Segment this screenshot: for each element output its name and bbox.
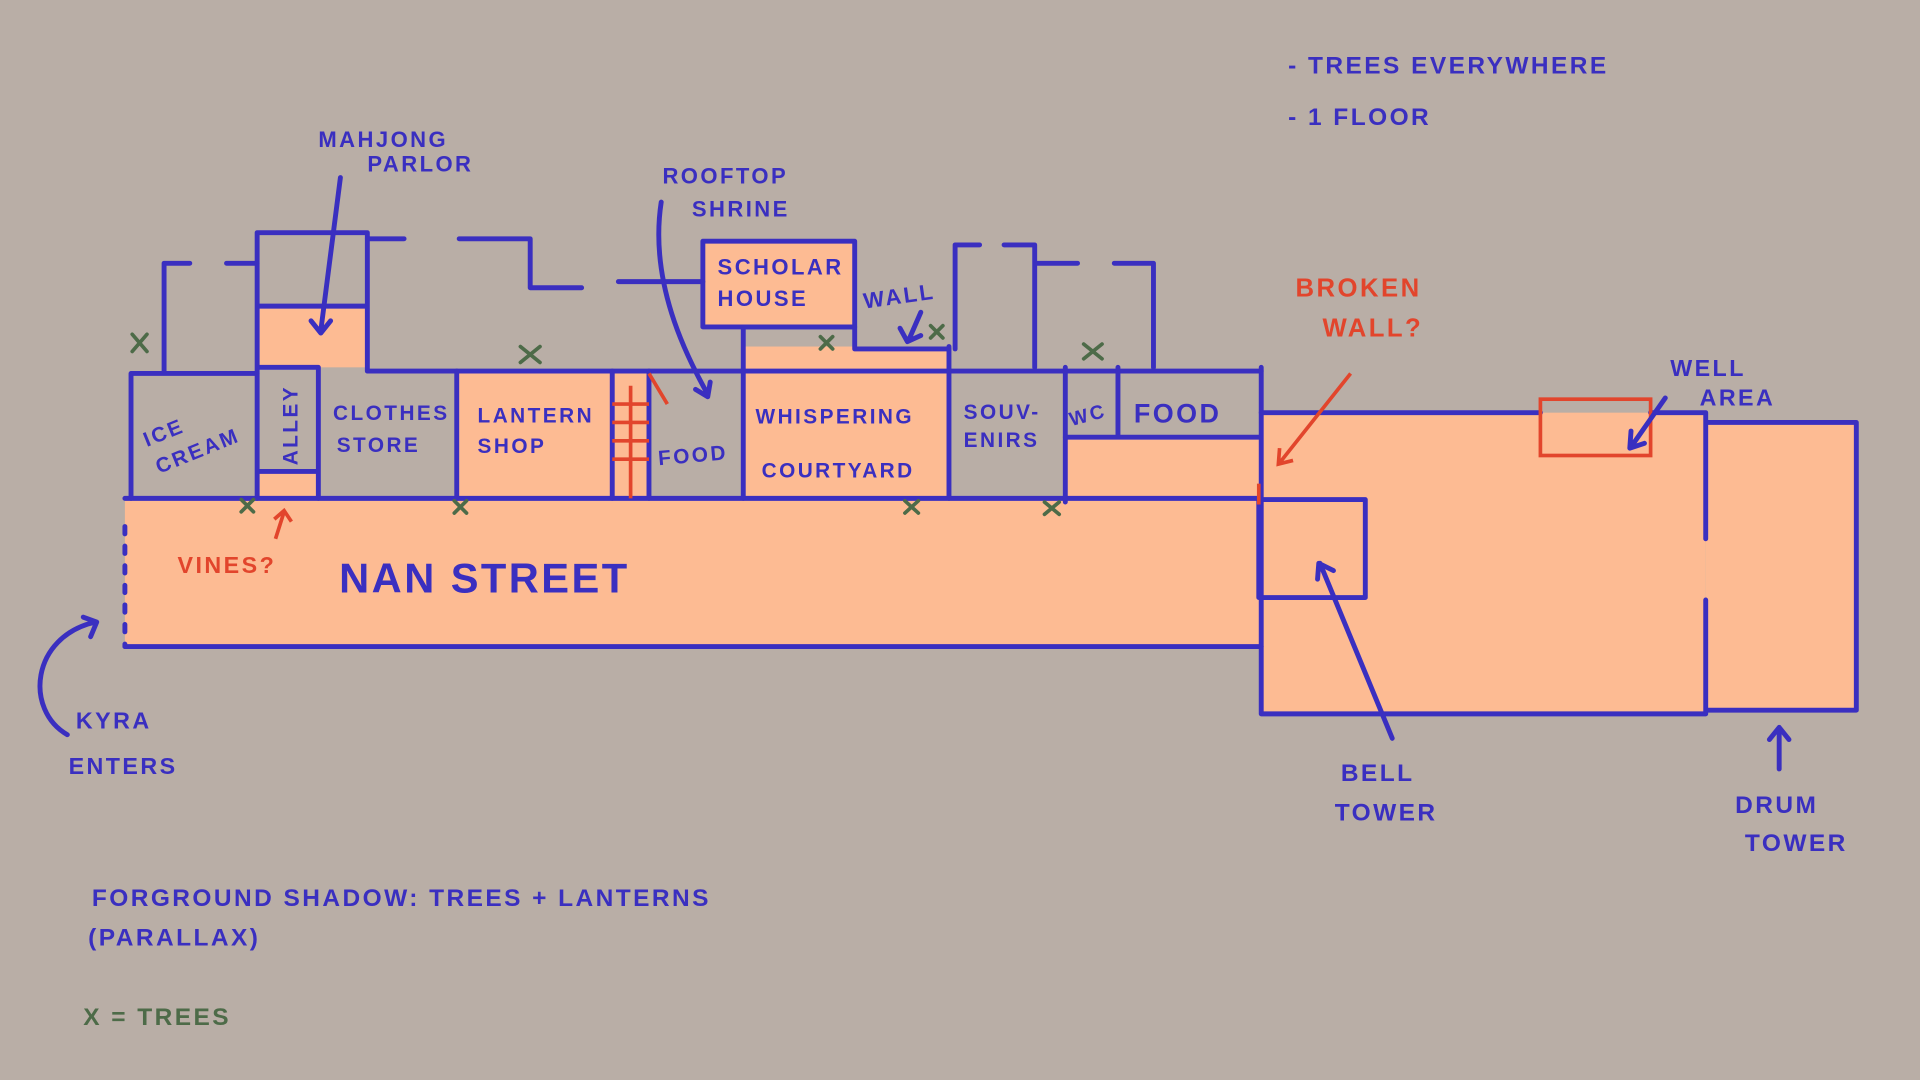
arrows	[37, 175, 1792, 772]
label-alley: ALLEY	[280, 385, 303, 465]
note-parallax: (PARALLAX)	[88, 924, 260, 951]
label-well-2: AREA	[1700, 384, 1776, 410]
label-scholar-1: SCHOLAR	[718, 254, 844, 279]
label-courtyard-2: COURTYARD	[762, 460, 915, 483]
label-kyra-1: KYRA	[76, 708, 152, 734]
label-broken-1: BROKEN	[1296, 274, 1422, 302]
label-clothes-2: STORE	[337, 434, 421, 457]
label-kyra-2: ENTERS	[69, 753, 178, 779]
label-mahjong-2: PARLOR	[367, 151, 473, 176]
tree-markers	[130, 323, 1104, 517]
label-courtyard-1: WHISPERING	[756, 406, 915, 429]
label-clothes-1: CLOTHES	[333, 402, 450, 425]
note-foreground: FORGROUND SHADOW: TREES + LANTERNS	[92, 885, 711, 912]
label-bell-1: BELL	[1341, 760, 1415, 787]
label-nan-street: NAN STREET	[339, 555, 629, 602]
label-broken-2: WALL?	[1322, 315, 1423, 343]
label-rooftop-1: ROOFTOP	[662, 164, 788, 189]
label-scholar-2: HOUSE	[718, 286, 809, 311]
label-souvenirs-2: ENIRS	[964, 429, 1040, 452]
label-vines: VINES?	[178, 552, 277, 578]
note-floor: - 1 FLOOR	[1288, 104, 1431, 131]
label-mahjong-1: MAHJONG	[318, 127, 448, 152]
label-bell-2: TOWER	[1335, 799, 1438, 826]
floor-areas	[124, 241, 1857, 714]
note-trees: - TREES EVERYWHERE	[1288, 52, 1609, 79]
label-drum-1: DRUM	[1735, 792, 1818, 819]
walls	[122, 230, 1859, 717]
label-drum-2: TOWER	[1745, 830, 1848, 857]
label-souvenirs-1: SOUV-	[964, 401, 1041, 424]
label-rooftop-2: SHRINE	[692, 197, 790, 222]
label-lantern-2: SHOP	[478, 435, 547, 458]
label-lantern-1: LANTERN	[478, 404, 595, 427]
label-food-2: FOOD	[1134, 398, 1222, 428]
label-well-1: WELL	[1670, 355, 1746, 381]
legend-trees: X = TREES	[83, 1004, 231, 1031]
